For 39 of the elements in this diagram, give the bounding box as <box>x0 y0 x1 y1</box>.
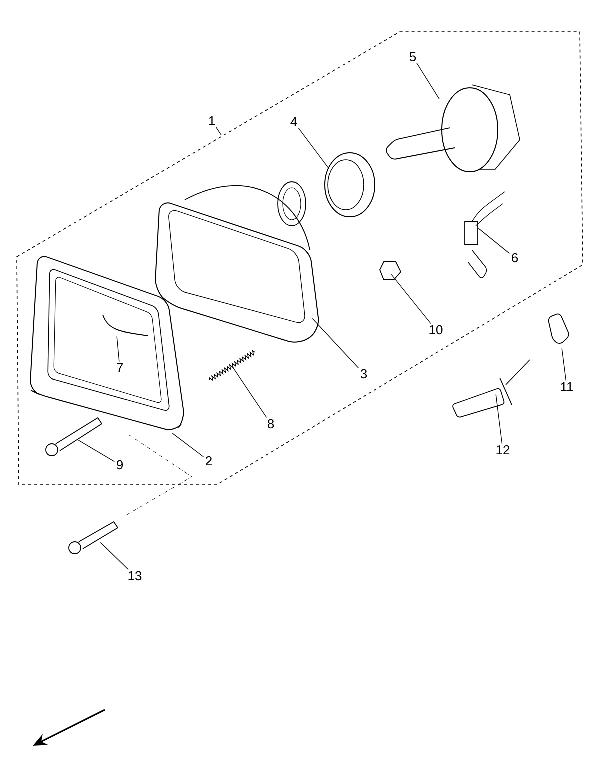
callout-number: 5 <box>410 52 416 62</box>
leader-line <box>496 394 503 444</box>
leader-line <box>172 433 204 458</box>
leader-line <box>478 228 510 254</box>
bulb-drawing <box>452 360 530 418</box>
callout-number: 11 <box>561 382 574 392</box>
callout-number: 8 <box>268 419 274 429</box>
callout-number: 7 <box>117 364 123 372</box>
headlight-rim-drawing <box>30 256 184 430</box>
leader-line <box>312 318 360 369</box>
leader-line <box>391 274 432 324</box>
clip-drawing <box>102 314 148 336</box>
leader-line <box>232 366 268 418</box>
leader-line <box>298 128 330 170</box>
callout-number: 2 <box>206 456 212 466</box>
leader-line <box>216 126 222 136</box>
ring-drawing <box>324 152 376 218</box>
headlight-unit-drawing <box>155 182 320 343</box>
leader-line <box>562 348 567 382</box>
bulb-drawing <box>548 314 570 344</box>
screw-drawing <box>46 417 103 456</box>
callout-number: 13 <box>128 571 142 581</box>
callout-number: 10 <box>430 325 443 335</box>
callout-number: 4 <box>290 118 298 126</box>
socket-drawing <box>464 192 506 278</box>
callout-number: 3 <box>360 369 368 379</box>
callout-number: 12 <box>496 445 510 455</box>
leader-line <box>100 542 129 570</box>
callout-number: 9 <box>117 460 123 470</box>
dashed-outline <box>16 32 584 486</box>
leader-line <box>416 62 440 100</box>
screw-drawing <box>68 521 119 554</box>
leader-line <box>116 336 120 362</box>
nut-drawing <box>380 262 402 280</box>
socket-cover-drawing <box>386 84 520 172</box>
callout-number: 6 <box>512 253 518 263</box>
leader-line <box>78 440 116 462</box>
spring-drawing <box>208 350 256 382</box>
callout-number: 1 <box>209 116 215 126</box>
